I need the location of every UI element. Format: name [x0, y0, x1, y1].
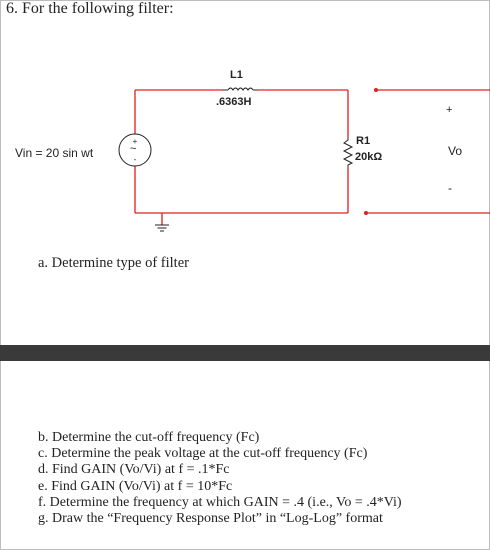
source-label: Vin = 20 sin wt	[15, 146, 94, 160]
question-c: c. Determine the peak voltage at the cut…	[38, 446, 368, 462]
section-divider	[0, 345, 490, 361]
question-e: e. Find GAIN (Vo/Vi) at f = 10*Fc	[38, 478, 233, 494]
output-plus-sign: +	[446, 104, 453, 116]
output-label: Vo	[448, 144, 463, 158]
filter-circuit-diagram: + -	[118, 87, 490, 232]
resistor-symbol	[342, 137, 354, 168]
question-g: g. Draw the “Frequency Response Plot” in…	[38, 511, 383, 527]
resistor-name: R1	[356, 135, 371, 147]
source-symbol: ~	[130, 143, 137, 155]
output-terminal-minus	[364, 211, 368, 215]
ground-icon	[155, 224, 169, 232]
inductor-symbol	[222, 87, 258, 91]
circuit-wires	[134, 89, 490, 225]
inductor-name: L1	[230, 69, 243, 81]
svg-text:+: +	[133, 137, 138, 146]
svg-text:-: -	[134, 155, 137, 164]
question-list: b. Determine the cut-off frequency (Fc) …	[38, 430, 402, 527]
output-minus-sign: -	[448, 181, 452, 195]
output-terminal-plus	[374, 88, 378, 92]
inductor-value: .6363H	[216, 96, 252, 108]
ac-source-symbol: + -	[118, 133, 152, 167]
resistor-value: 20kΩ	[355, 151, 383, 163]
problem-heading: 6. For the following filter:	[6, 0, 174, 17]
question-b: b. Determine the cut-off frequency (Fc)	[38, 430, 260, 445]
question-d: d. Find GAIN (Vo/Vi) at f = .1*Fc	[38, 462, 230, 478]
question-f: f. Determine the frequency at which GAIN…	[38, 494, 402, 510]
question-a: a. Determine type of filter	[38, 255, 189, 271]
